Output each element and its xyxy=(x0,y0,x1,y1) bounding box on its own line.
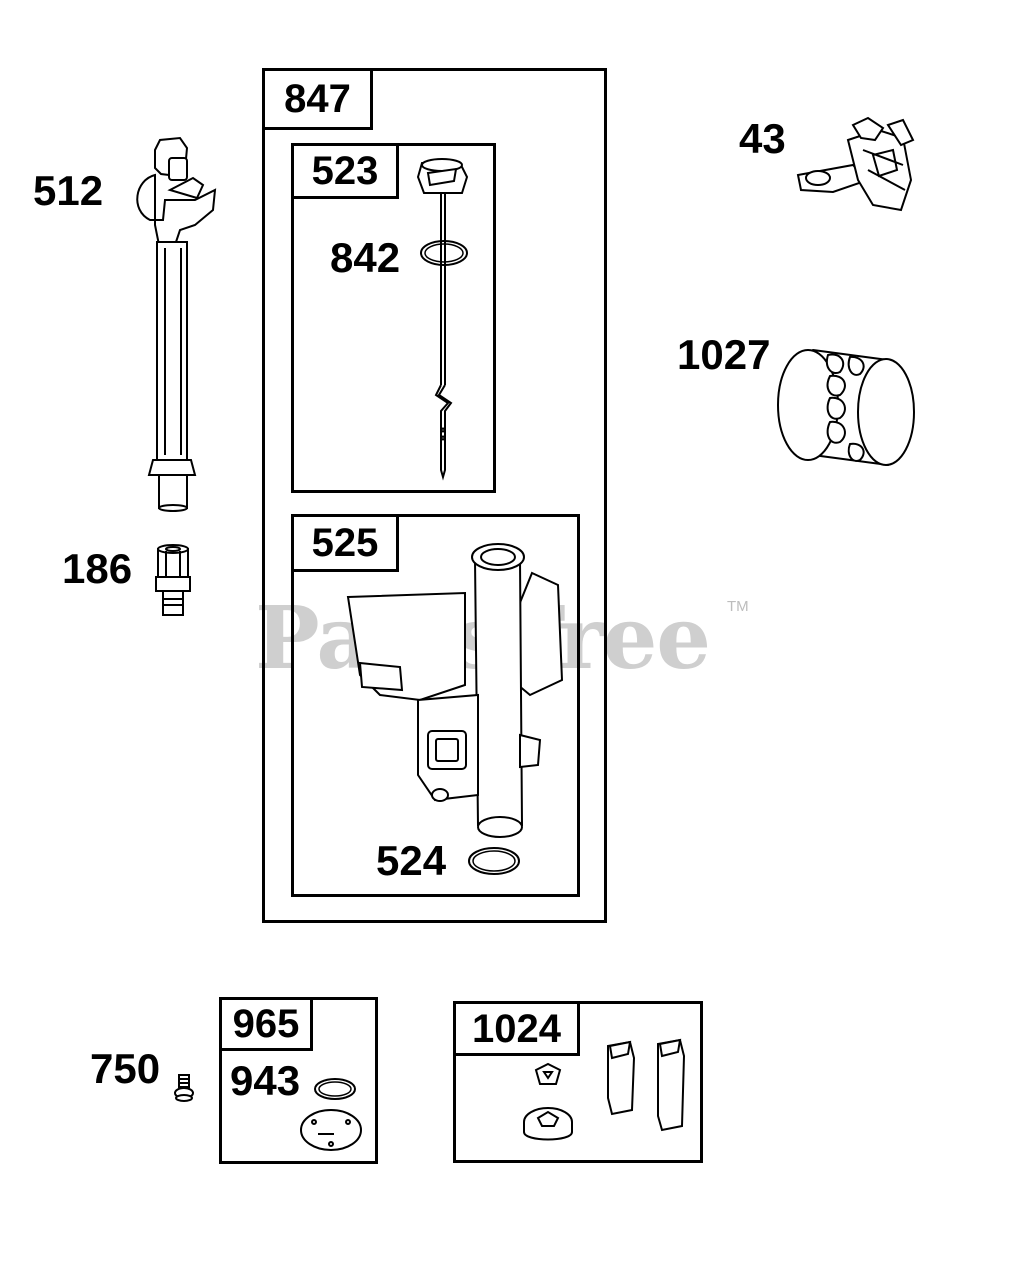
fitting-icon[interactable] xyxy=(153,543,193,618)
oil-pump-rotor-icon[interactable] xyxy=(518,1062,576,1150)
pump-vane-left-icon[interactable] xyxy=(602,1038,638,1118)
kit-tag-965[interactable]: 965 xyxy=(219,997,313,1051)
part-label-512[interactable]: 512 xyxy=(33,167,104,214)
pump-vane-right-icon[interactable] xyxy=(652,1036,688,1134)
screw-icon[interactable] xyxy=(172,1073,196,1103)
kit-tag-525[interactable]: 525 xyxy=(291,514,399,572)
part-label-943[interactable]: 943 xyxy=(230,1057,301,1104)
dipstick-icon[interactable] xyxy=(410,155,475,485)
kit-tag-523[interactable]: 523 xyxy=(291,143,399,199)
part-label-186[interactable]: 186 xyxy=(62,545,133,592)
part-label-524[interactable]: 524 xyxy=(376,837,447,884)
dipstick-tube-icon[interactable] xyxy=(125,130,225,515)
cover-plate-icon[interactable] xyxy=(298,1108,364,1154)
part-label-750[interactable]: 750 xyxy=(90,1045,161,1092)
kit-tag-1024[interactable]: 1024 xyxy=(453,1001,580,1056)
kit-box-847 xyxy=(262,68,607,923)
trademark-mark: TM xyxy=(727,598,749,615)
gasket-ring-icon[interactable] xyxy=(312,1076,358,1102)
kit-box-525 xyxy=(291,514,580,897)
part-label-842[interactable]: 842 xyxy=(330,234,401,281)
bracket-icon[interactable] xyxy=(793,110,923,225)
part-label-1027[interactable]: 1027 xyxy=(677,331,771,378)
kit-tag-847[interactable]: 847 xyxy=(262,68,373,130)
o-ring-524-icon[interactable] xyxy=(466,845,522,877)
oil-filter-icon[interactable] xyxy=(768,340,923,475)
o-ring-842-icon[interactable] xyxy=(418,238,470,268)
part-label-43[interactable]: 43 xyxy=(739,115,786,162)
tube-assembly-icon[interactable] xyxy=(340,535,570,850)
